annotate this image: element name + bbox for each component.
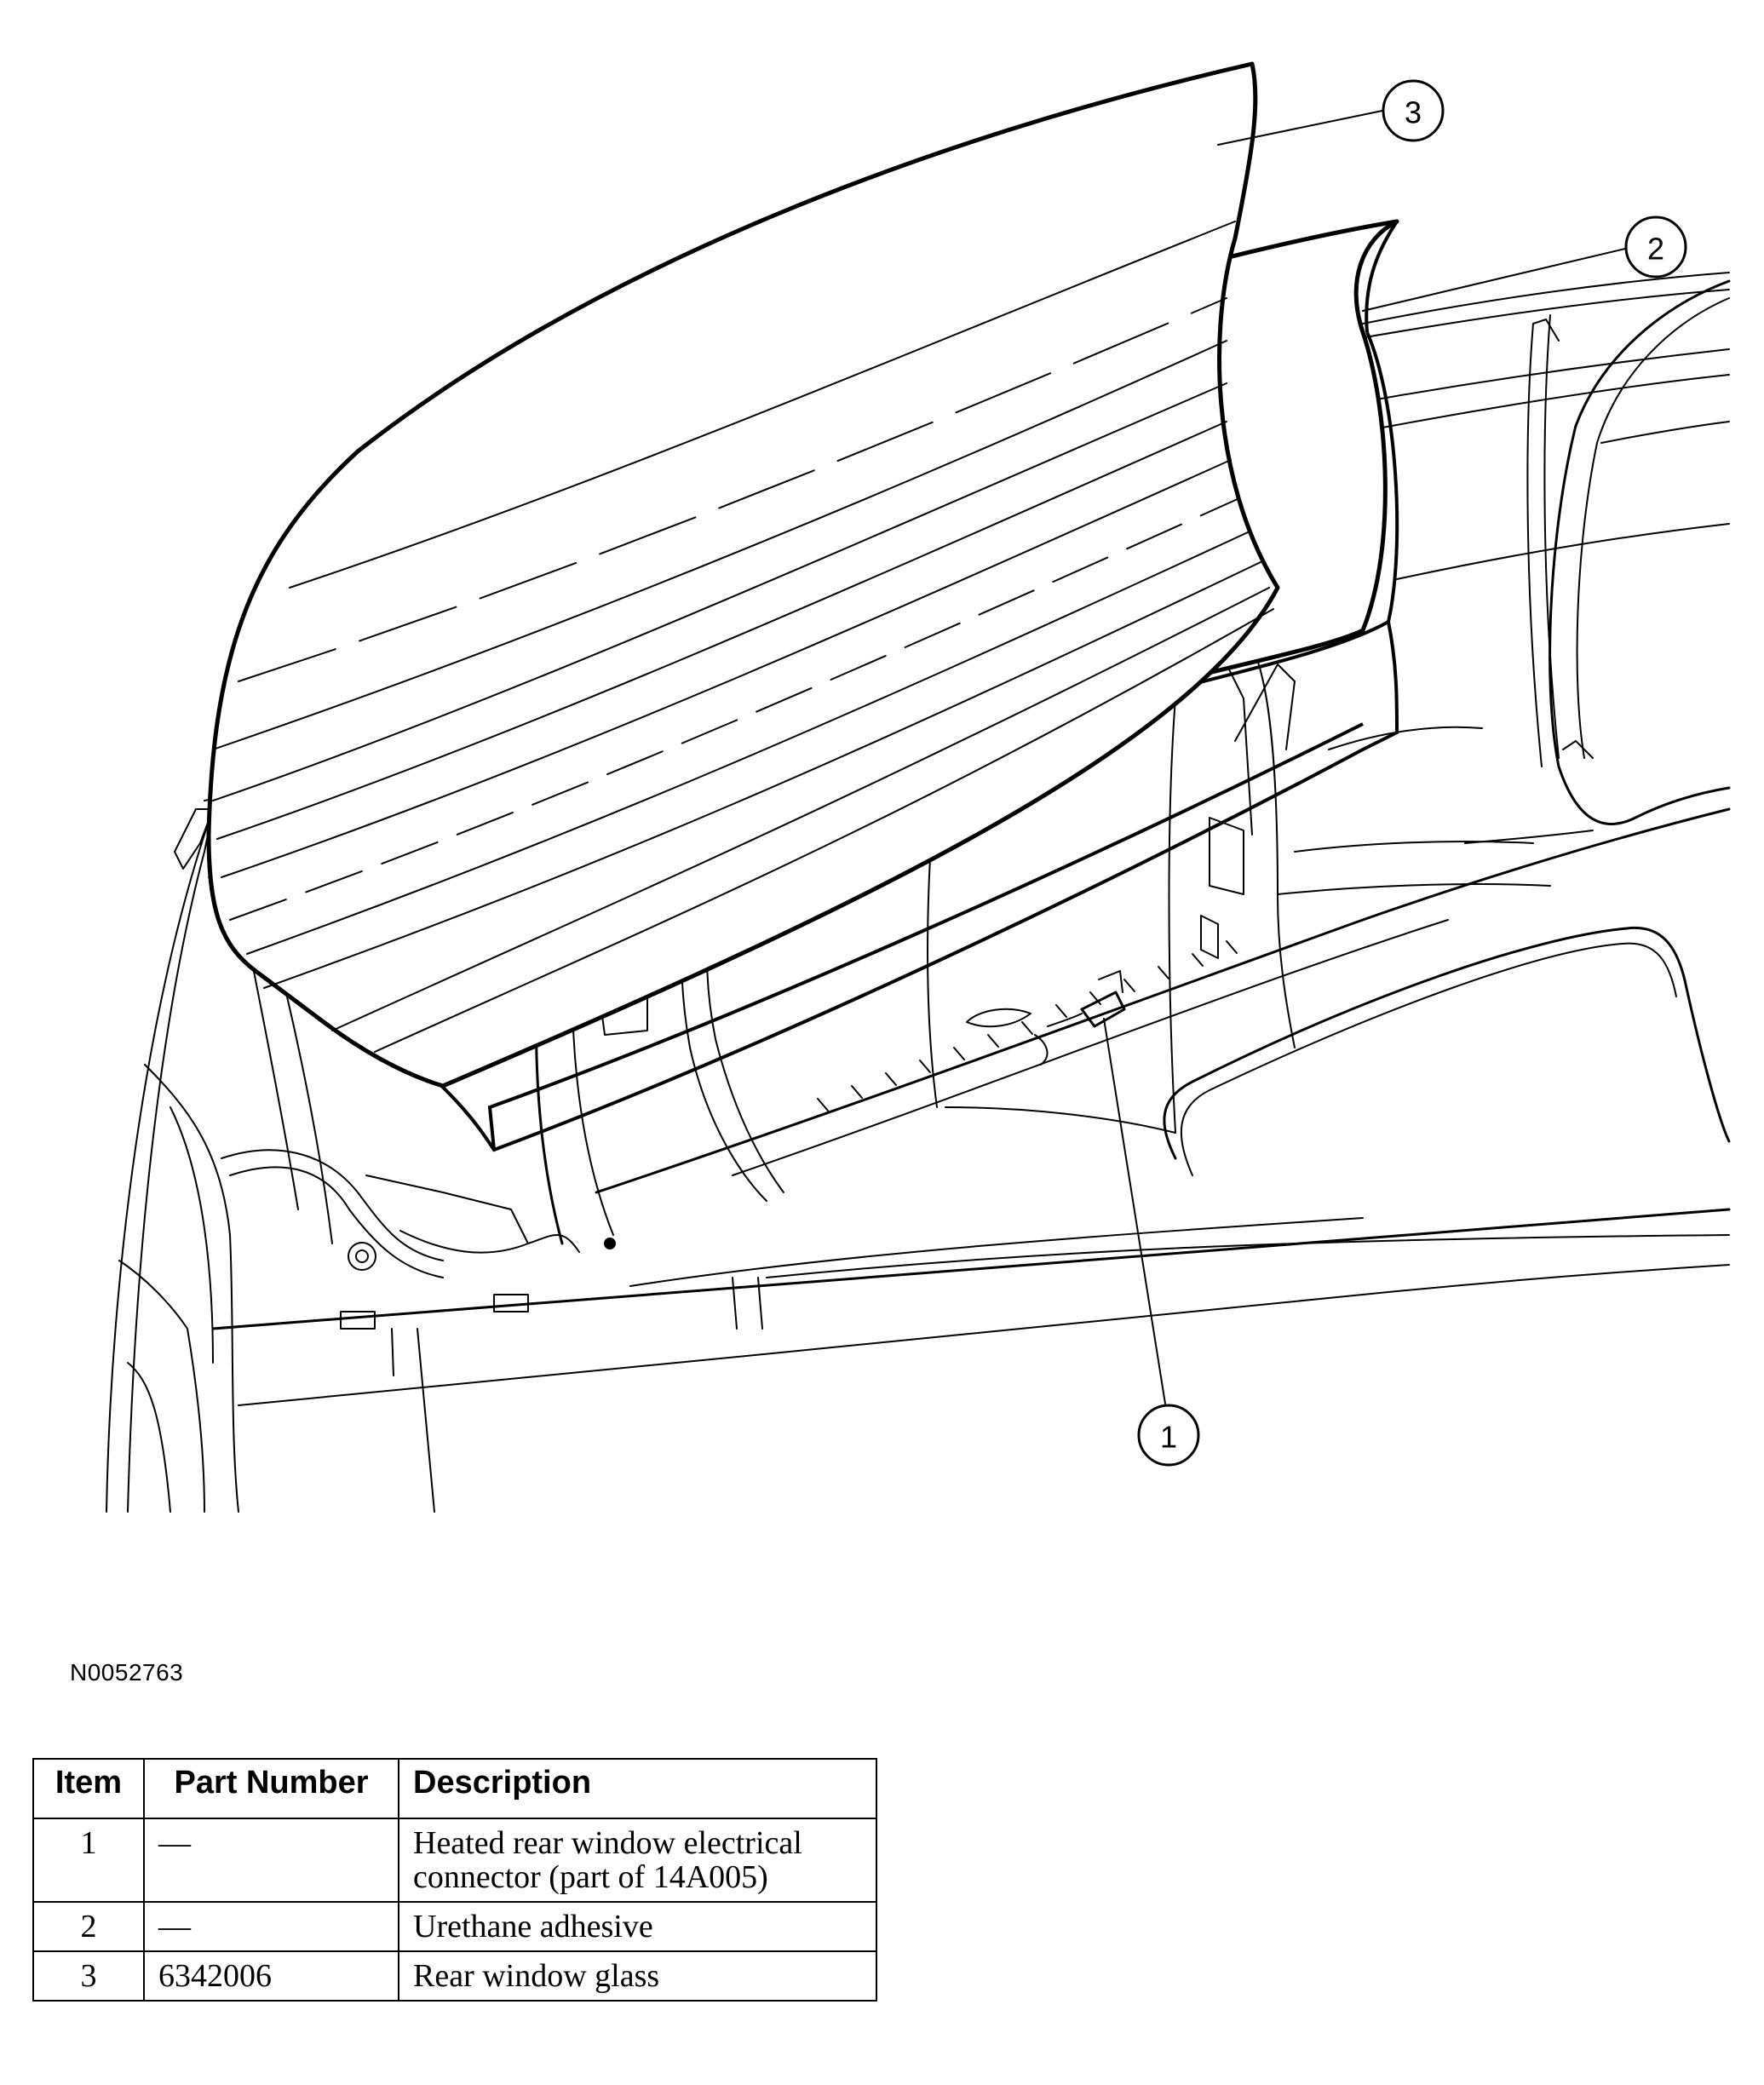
- callout-3-label: 3: [1405, 95, 1422, 130]
- row-description: Heated rear window electrical connector …: [398, 1818, 877, 1903]
- header-description: Description: [398, 1758, 877, 1819]
- callout-1-label: 1: [1160, 1420, 1177, 1455]
- callout-3-leader: [1217, 110, 1383, 146]
- callout-3: 3: [1382, 79, 1445, 142]
- row-item: 3: [32, 1950, 145, 2002]
- header-part-number: Part Number: [143, 1758, 399, 1819]
- row-description: Rear window glass: [398, 1950, 877, 2002]
- rear-window-glass: [206, 61, 1280, 1088]
- heated-window-connector: [1034, 970, 1126, 1065]
- table-row: 1 — Heated rear window electrical connec…: [32, 1818, 877, 1903]
- header-item: Item: [32, 1758, 145, 1819]
- callout-2-label: 2: [1647, 232, 1664, 267]
- rear-window-exploded-diagram: 3 2 1: [106, 61, 1731, 1513]
- callout-2: 2: [1624, 215, 1687, 279]
- callout-2-leader: [1362, 248, 1626, 312]
- row-item: 1: [32, 1818, 145, 1903]
- parts-legend-table: Item Part Number Description 1 — Heated …: [32, 1758, 877, 2002]
- row-description: Urethane adhesive: [398, 1901, 877, 1952]
- row-item: 2: [32, 1901, 145, 1952]
- row-part-number: —: [143, 1901, 399, 1952]
- table-row: 3 6342006 Rear window glass: [32, 1950, 877, 2002]
- figure-id: N0052763: [70, 1659, 184, 1686]
- callout-1: 1: [1137, 1404, 1200, 1467]
- row-part-number: 6342006: [143, 1950, 399, 2002]
- table-header-row: Item Part Number Description: [32, 1758, 877, 1819]
- row-part-number: —: [143, 1818, 399, 1903]
- table-row: 2 — Urethane adhesive: [32, 1901, 877, 1952]
- callout-1-leader: [1103, 1018, 1166, 1404]
